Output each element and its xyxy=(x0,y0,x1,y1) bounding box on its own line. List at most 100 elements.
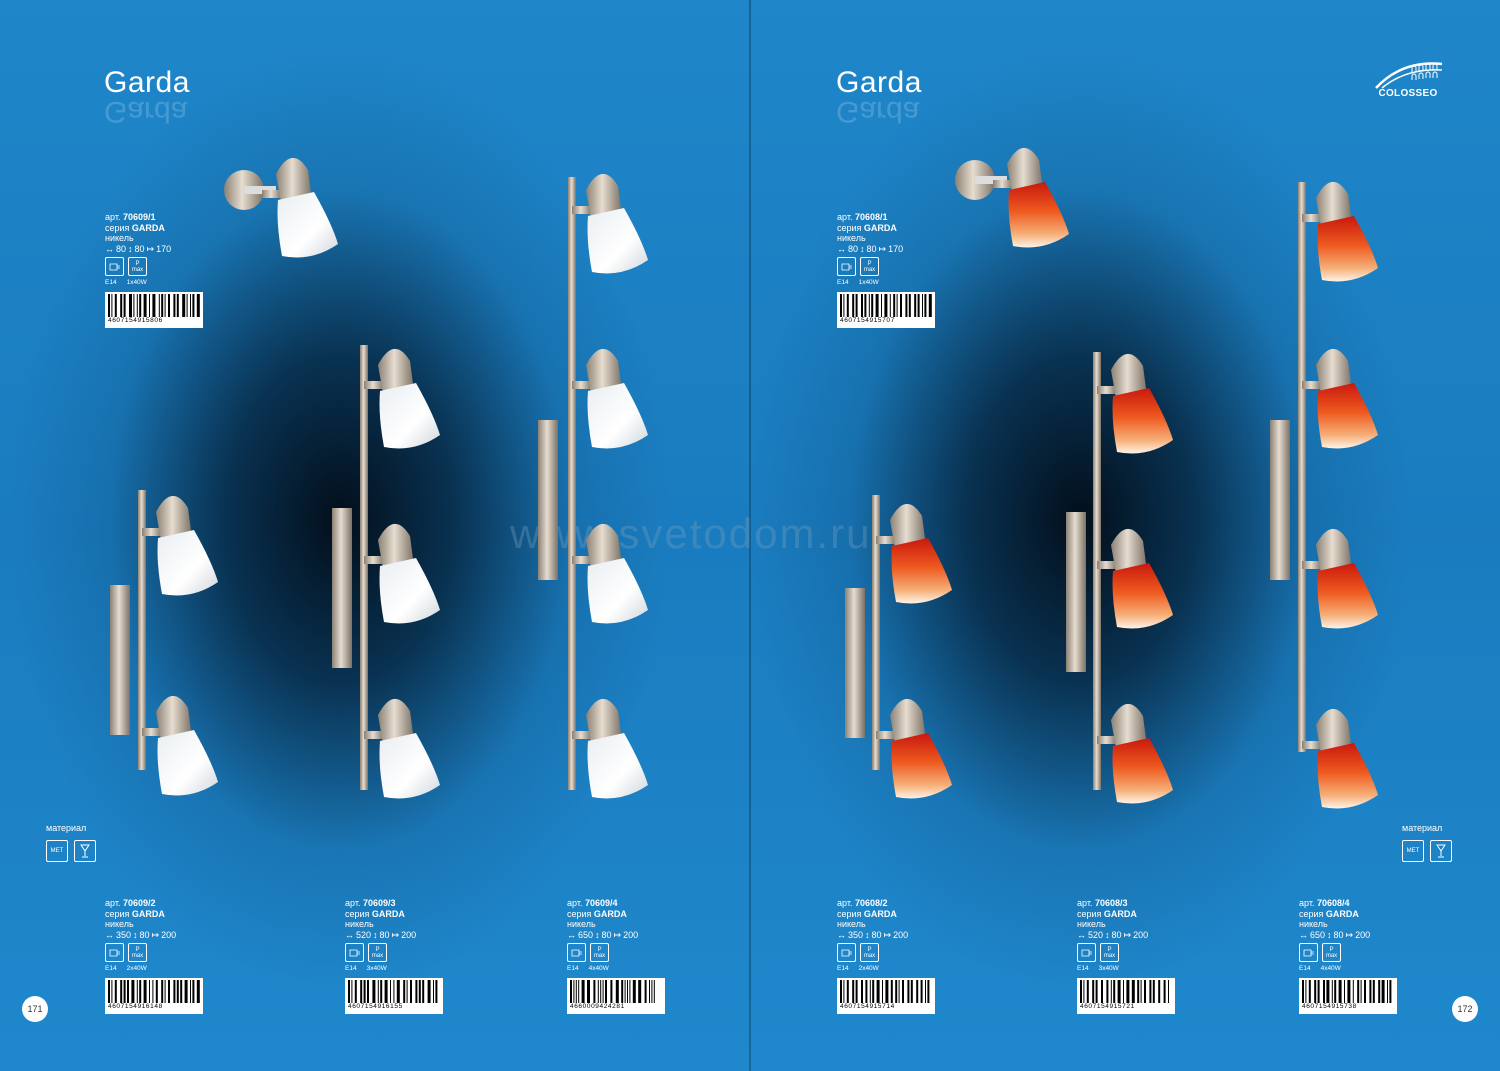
left-page-number: 171 xyxy=(22,996,48,1022)
width-arrow-icon: ↔ xyxy=(1077,929,1086,940)
lamp-70609-2-head-2-shade xyxy=(157,730,218,796)
power-rating: 2x40W xyxy=(858,965,879,972)
series-line: серия GARDA xyxy=(1077,908,1137,919)
width-arrow-icon: ↔ xyxy=(567,929,576,940)
lamp-70609-2-head-1-arm xyxy=(142,528,162,536)
lamp-70609-3-head-1-arm xyxy=(364,381,384,389)
lamp-70608-1-stem xyxy=(975,176,1007,184)
series-line: серия GARDA xyxy=(345,908,405,919)
series-name: GARDA xyxy=(371,908,405,919)
series-name: GARDA xyxy=(863,908,897,919)
lamp-70608-3-head-1-shade xyxy=(1112,388,1173,454)
spec-values: E14 3x40W xyxy=(1077,964,1187,975)
bulb-socket-icon xyxy=(567,943,586,962)
lamp-70609-4-wall-plate xyxy=(538,420,558,580)
series-name: GARDA xyxy=(131,222,165,233)
lamp-70609-3-head-2-shade xyxy=(379,558,440,624)
lamp-70609-4-head-4-arm xyxy=(572,731,592,739)
width-arrow-icon: ↔ xyxy=(837,929,846,940)
barcode: 4607154915714 xyxy=(837,977,935,1014)
lamp-70608-4-head-1-shade xyxy=(1317,216,1378,282)
barcode-number: 4607154915721 xyxy=(1080,1003,1135,1010)
lamp-70608-4-head-2-shade xyxy=(1317,383,1378,449)
socket-type: E14 xyxy=(567,965,579,972)
series-name: GARDA xyxy=(1325,908,1359,919)
finish: никель xyxy=(345,919,374,929)
socket-type: E14 xyxy=(105,279,117,286)
left-page-title: Garda xyxy=(104,66,190,99)
lamp-70608-4-head-3-arm xyxy=(1302,561,1322,569)
product-info-block: арт. 70609/3 серия GARDA никель ↔520 ↕80… xyxy=(345,898,455,1014)
power-rating: 1x40W xyxy=(126,279,147,286)
glass-icon xyxy=(1430,840,1452,862)
barcode-number: 4607154915806 xyxy=(108,317,163,324)
article-line: арт. 70608/3 xyxy=(1077,898,1128,908)
barcode: 4607154915707 xyxy=(837,291,935,328)
article-number: 70609/1 xyxy=(122,212,156,222)
series-name: GARDA xyxy=(863,222,897,233)
logo-text: COLOSSEO xyxy=(1378,88,1438,99)
article-line: арт. 70608/1 xyxy=(837,212,888,222)
lamp-70609-4-head-2-shade xyxy=(587,383,648,449)
dimensions: ↔80 ↕80 ↦170 xyxy=(105,244,215,255)
barcode: 4607154915721 xyxy=(1077,977,1175,1014)
barcode-number: 4660009424281 xyxy=(570,1003,625,1010)
depth-arrow-icon: ↦ xyxy=(878,243,887,254)
article-line: арт. 70608/4 xyxy=(1299,898,1350,908)
article-number: 70608/2 xyxy=(854,898,888,908)
lamp-70608-2-head-2-arm xyxy=(876,731,896,739)
lamp-70609-4-head-3-shade xyxy=(587,558,648,624)
logo-arc-icon xyxy=(1375,62,1443,89)
height-value: 80 xyxy=(866,243,877,254)
bulb-socket-icon xyxy=(837,943,856,962)
power-rating: 1x40W xyxy=(858,279,879,286)
barcode: 4607154916155 xyxy=(345,977,443,1014)
lamp-70608-2-pole xyxy=(872,495,880,770)
lamp-70608-4-head-1-arm xyxy=(1302,214,1322,222)
depth-value: 200 xyxy=(1355,929,1371,940)
socket-type: E14 xyxy=(1299,965,1311,972)
height-value: 80 xyxy=(379,929,390,940)
article-number: 70608/1 xyxy=(854,212,888,222)
height-value: 80 xyxy=(871,929,882,940)
socket-type: E14 xyxy=(105,965,117,972)
width-arrow-icon: ↔ xyxy=(105,929,114,940)
power-rating: 3x40W xyxy=(366,965,387,972)
width-value: 80 xyxy=(116,243,127,254)
barcode-number: 4607154916155 xyxy=(348,1003,403,1010)
width-arrow-icon: ↔ xyxy=(837,243,846,254)
lamp-70608-4-pole xyxy=(1298,182,1306,752)
bulb-socket-icon xyxy=(1077,943,1096,962)
product-info-block: арт. 70608/2 серия GARDA никель ↔350 ↕80… xyxy=(837,898,947,1014)
lamp-70609-4-head-2-arm xyxy=(572,381,592,389)
lamp-70608-3-head-2-shade xyxy=(1112,563,1173,629)
height-arrow-icon: ↕ xyxy=(373,929,378,940)
article-line: арт. 70608/2 xyxy=(837,898,888,908)
lamp-70609-4-head-4-shade xyxy=(587,733,648,799)
article-line: арт. 70609/4 xyxy=(567,898,618,908)
dimensions: ↔520 ↕80 ↦200 xyxy=(1077,930,1187,941)
dimensions: ↔650 ↕80 ↦200 xyxy=(1299,930,1409,941)
lamp-70609-4-head-3-arm xyxy=(572,556,592,564)
lamp-70609-1-shade xyxy=(277,192,338,258)
series-name: GARDA xyxy=(593,908,627,919)
lamp-70608-4-head-4-arm xyxy=(1302,741,1322,749)
height-value: 80 xyxy=(601,929,612,940)
barcode: 4607154916148 xyxy=(105,977,203,1014)
dimensions: ↔650 ↕80 ↦200 xyxy=(567,930,677,941)
bulb-socket-icon xyxy=(837,257,856,276)
depth-arrow-icon: ↦ xyxy=(151,929,160,940)
depth-arrow-icon: ↦ xyxy=(391,929,400,940)
bulb-socket-icon xyxy=(1299,943,1318,962)
lamp-70608-4-head-4-shade xyxy=(1317,743,1378,809)
colosseo-logo: COLOSSEO xyxy=(1372,58,1444,104)
depth-arrow-icon: ↦ xyxy=(1345,929,1354,940)
width-value: 650 xyxy=(578,929,594,940)
